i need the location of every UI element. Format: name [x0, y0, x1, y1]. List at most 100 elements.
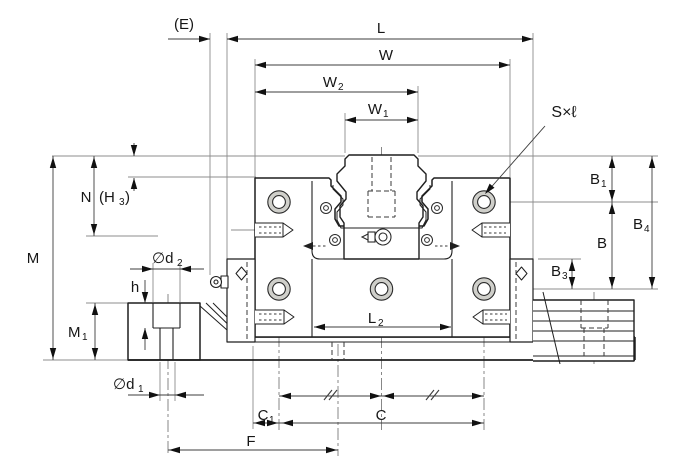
end-seal-contour [332, 185, 431, 229]
dimension-arrowheads [49, 35, 656, 454]
svg-text:2: 2 [338, 82, 344, 93]
arrowhead [91, 348, 99, 359]
svg-text:∅d: ∅d [113, 376, 134, 393]
side-grease-nipple [209, 275, 229, 289]
svg-text:B: B [551, 263, 561, 280]
upper-side-plug-left [255, 222, 294, 238]
dim-label-w2: W 2 [323, 74, 344, 93]
svg-text:C: C [258, 407, 269, 424]
part-outlines [127, 154, 636, 365]
dim-label-m: M [27, 250, 40, 267]
arrowhead [180, 265, 191, 273]
grease-nipple-front [360, 228, 392, 246]
arrowhead [49, 157, 57, 168]
dim-label-b3: B 3 [551, 263, 568, 282]
dim-label-b4: B 4 [633, 216, 650, 235]
lower-side-plug-left [255, 309, 295, 325]
svg-text:∅d: ∅d [152, 250, 173, 267]
rail-end-section [127, 302, 201, 361]
dim-label-d2: ∅d 2 [152, 250, 183, 269]
dim-label-h: h [131, 279, 139, 296]
svg-text:1: 1 [383, 109, 389, 120]
arrowhead [169, 446, 180, 454]
arrowhead [407, 88, 418, 96]
dim-label-sxl: S×ℓ [551, 104, 576, 121]
arrowhead [49, 348, 57, 359]
left-diamond-plug [235, 266, 248, 281]
svg-text:3: 3 [119, 197, 125, 208]
sxl-leader-arrow [485, 183, 495, 194]
arrowhead [141, 328, 149, 339]
svg-text:): ) [125, 189, 130, 206]
arrowhead [568, 260, 576, 271]
svg-text:1: 1 [82, 332, 88, 343]
arrowhead [142, 265, 153, 273]
svg-text:W: W [368, 101, 383, 118]
arrowhead [648, 277, 656, 288]
dim-label-c: C [376, 407, 387, 424]
arrowhead [407, 116, 418, 124]
arrowhead [254, 419, 265, 427]
break-line [542, 291, 561, 365]
pitch-equal-marks [323, 389, 440, 401]
dim-label-l: L [377, 20, 385, 37]
dim-label-w: W [379, 47, 394, 64]
arrowhead [608, 157, 616, 168]
dim-label-h3: (H 3 ) [99, 189, 130, 208]
dim-label-e: (E) [174, 16, 194, 33]
arrowhead [472, 419, 483, 427]
arrowhead [90, 224, 98, 235]
dim-label-m1: M 1 [68, 324, 88, 343]
dim-label-n: N [81, 189, 92, 206]
arrowhead [499, 61, 510, 69]
arrowhead [314, 323, 325, 331]
mounting-holes [267, 190, 496, 301]
svg-text:M: M [68, 324, 81, 341]
arrowhead [608, 203, 616, 214]
dim-label-b1: B 1 [590, 171, 607, 190]
hidden-lines [246, 157, 609, 360]
arrowhead [608, 277, 616, 288]
lower-side-plug-right [472, 309, 510, 325]
upper-side-plug-right [471, 222, 510, 238]
dim-label-d1: ∅d 1 [113, 376, 144, 395]
svg-text:1: 1 [601, 179, 607, 190]
left-side-tab [226, 258, 256, 343]
arrowhead [522, 35, 533, 43]
arrowhead [255, 61, 266, 69]
dim-label-b: B [597, 235, 607, 252]
dimension-labels: (E) L W W 2 W 1 S×ℓ B 1 B 4 B B 3 N (H 3… [27, 16, 650, 450]
sxl-leader-line [486, 125, 546, 193]
arrowhead [648, 157, 656, 168]
right-diamond-plug [515, 266, 528, 281]
svg-text:2: 2 [378, 318, 384, 329]
arrowhead [472, 392, 483, 400]
svg-text:(H: (H [99, 189, 115, 206]
end-plate-screws [320, 202, 443, 246]
arrowhead [130, 145, 138, 156]
svg-text:L: L [368, 310, 376, 327]
rail-end-counterbore [152, 303, 181, 360]
svg-text:W: W [323, 74, 338, 91]
svg-text:4: 4 [644, 224, 650, 235]
arrowhead [568, 277, 576, 288]
svg-text:1: 1 [138, 384, 144, 395]
svg-text:1: 1 [269, 415, 275, 426]
arrowhead [255, 88, 266, 96]
tapped-holes [267, 190, 496, 301]
svg-text:3: 3 [562, 271, 568, 282]
svg-text:2: 2 [177, 258, 183, 269]
arrowhead [227, 35, 238, 43]
arrowhead [90, 157, 98, 168]
svg-text:B: B [633, 216, 643, 233]
lube-port-arrows [303, 242, 460, 250]
arrowhead [608, 190, 616, 201]
end-plate [311, 181, 453, 260]
arrowhead [345, 116, 356, 124]
dim-label-c1: C 1 [258, 407, 275, 426]
dim-label-w1: W 1 [368, 101, 389, 120]
arrowhead [149, 391, 160, 399]
arrowhead [130, 178, 138, 189]
